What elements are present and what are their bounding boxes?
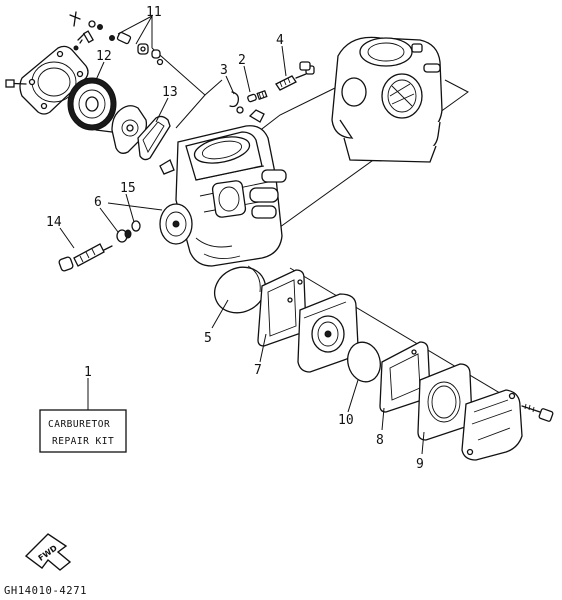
screw-14 [58,243,113,272]
callout-9: 9 [416,457,424,472]
callout-1: 1 [84,365,92,380]
repair-kit-line2: REPAIR KIT [52,436,114,447]
callout-6: 6 [94,195,102,210]
callout-2: 2 [238,53,246,68]
washer-6 [116,229,132,243]
callout-5: 5 [204,331,212,346]
callout-3: 3 [220,63,228,78]
drawing-code: GH14010-4271 [4,585,87,597]
callout-13: 13 [162,85,178,100]
fwd-arrow-icon: FWD [24,533,72,571]
diaphragm-10 [347,341,381,383]
screw-2 [247,89,268,103]
pump-cover-rear [461,389,523,461]
callout-4: 4 [276,33,284,48]
callout-14: 14 [46,215,62,230]
bolt-right [521,403,554,422]
pump-cover [19,45,89,115]
callout-8: 8 [376,433,384,448]
repair-kit-box: CARBURETOR REPAIR KIT [39,409,127,453]
o-ring-15 [131,220,141,232]
diaphragm-12 [67,77,117,131]
pump-body [297,293,359,373]
carburetor-body-rear [299,36,443,163]
gasket-7 [257,269,307,347]
carburetor-body-front [159,109,287,267]
callout-10: 10 [338,413,354,428]
clip-3 [229,91,244,114]
callout-7: 7 [254,363,262,378]
callout-12: 12 [96,49,112,64]
callout-11: 11 [146,5,162,20]
repair-kit-line1: CARBURETOR [48,419,110,430]
pilot-screw-set-11 [69,11,164,66]
callout-leaders [59,15,425,455]
bolt-left [5,79,27,88]
callout-15: 15 [120,181,136,196]
